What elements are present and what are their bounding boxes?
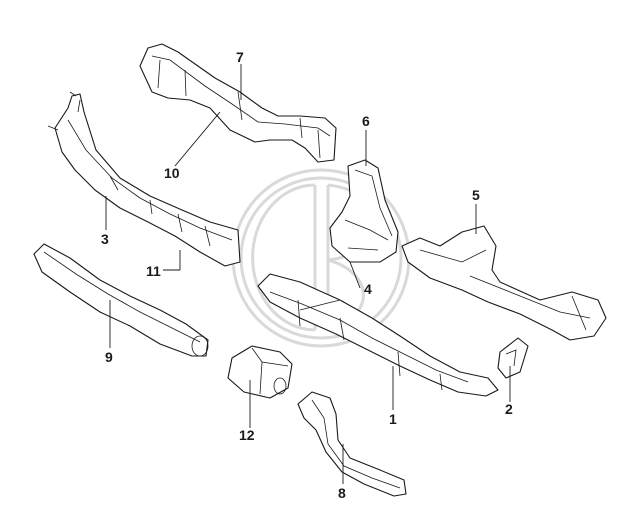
- callout-7: 7: [236, 49, 244, 65]
- callout-3: 3: [101, 231, 109, 247]
- callout-5: 5: [472, 187, 480, 203]
- callout-2: 2: [505, 401, 513, 417]
- part-6-center-bracket: [329, 159, 399, 263]
- part-3-upper-beam: [47, 91, 241, 267]
- part-8-lower-duct: [297, 391, 407, 497]
- part-1-lower-beam: [257, 273, 499, 397]
- leader-lines: [105, 64, 511, 484]
- part-2-small-bracket: [497, 337, 529, 379]
- part-12-connector: [227, 345, 293, 399]
- part-5-right-duct: [401, 225, 607, 341]
- callout-6: 6: [362, 113, 370, 129]
- part-7-upper-duct: [139, 43, 337, 163]
- callout-10: 10: [164, 165, 180, 181]
- callout-1: 1: [389, 411, 397, 427]
- callout-11: 11: [146, 263, 161, 279]
- callout-8: 8: [338, 485, 346, 501]
- callout-4: 4: [364, 281, 372, 297]
- callout-12: 12: [239, 427, 255, 443]
- callout-9: 9: [105, 349, 113, 365]
- callout-labels: 7 6 5 10 3 11 4 9 12 1 2 8: [101, 49, 513, 501]
- part-9-left-duct: [33, 243, 209, 357]
